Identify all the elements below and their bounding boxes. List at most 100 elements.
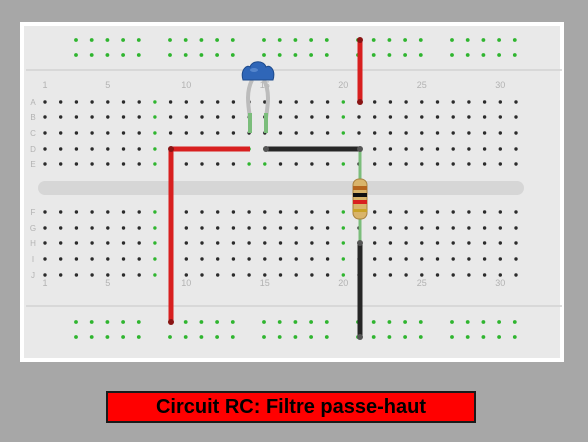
hole [106,273,110,277]
hole [420,131,424,135]
hole [121,115,126,119]
hole [498,210,502,214]
hole [247,257,251,261]
hole [373,162,377,166]
hole [105,38,110,42]
hole [373,226,377,230]
hole [231,115,236,119]
hole [230,335,235,339]
hole [263,226,267,230]
hole [467,115,471,119]
hole [278,257,283,261]
capacitor[interactable] [241,61,275,133]
hole [325,162,330,166]
hole [420,100,424,104]
hole [512,38,517,42]
hole [387,320,392,324]
hole [74,162,79,166]
hole [482,100,487,104]
hole [310,100,314,104]
hole [451,257,455,261]
hole [74,273,79,277]
hole [404,273,408,277]
hole [481,320,486,324]
hole [231,257,236,261]
row-letter: H [30,239,36,248]
hole [293,320,298,324]
hole [183,320,188,324]
hole [74,147,79,151]
hole [215,320,220,324]
hole [497,320,501,324]
hole [184,257,188,261]
row-letter: A [30,98,36,107]
hole [90,257,94,261]
hole [482,210,487,214]
hole [357,131,361,135]
hole [230,53,235,57]
hole [388,100,393,104]
hole [184,162,188,166]
hole [341,257,345,261]
hole [200,100,204,104]
hole [418,335,423,339]
hole [309,320,313,324]
hole [263,100,267,104]
hole [263,241,267,245]
hole [231,210,236,214]
hole [43,162,47,166]
hole [200,273,204,277]
hole [168,100,173,104]
hole [106,257,110,261]
hole [325,241,330,245]
hole [420,273,424,277]
hole [373,115,377,119]
hole [230,320,235,324]
hole [262,335,266,339]
hole [278,226,283,230]
hole [514,115,518,119]
hole [293,38,298,42]
hole [514,131,518,135]
hole [184,226,188,230]
hole [341,100,345,104]
resistor[interactable] [352,149,368,243]
hole [371,38,376,42]
hole [153,257,157,261]
hole [59,147,63,151]
hole [199,53,204,57]
resistor-icon [352,178,368,220]
hole [404,147,408,151]
hole [247,241,251,245]
hole [512,320,517,324]
hole [371,320,376,324]
hole [451,131,455,135]
hole [467,257,471,261]
hole [121,257,126,261]
hole [247,226,251,230]
hole [137,147,141,151]
hole [465,53,470,57]
hole [184,100,188,104]
wire-red-left[interactable] [168,146,250,322]
hole [153,147,157,151]
hole [278,162,283,166]
hole [418,320,423,324]
hole [231,226,236,230]
hole [451,241,455,245]
hole [199,335,204,339]
hole [498,115,502,119]
hole [294,241,298,245]
hole [106,162,110,166]
hole [450,320,454,324]
hole [59,273,63,277]
hole [498,162,502,166]
hole [121,53,125,57]
hole [324,320,329,324]
hole [278,210,283,214]
hole [90,131,94,135]
hole [105,335,110,339]
hole [263,210,267,214]
hole [43,100,47,104]
hole [467,226,471,230]
